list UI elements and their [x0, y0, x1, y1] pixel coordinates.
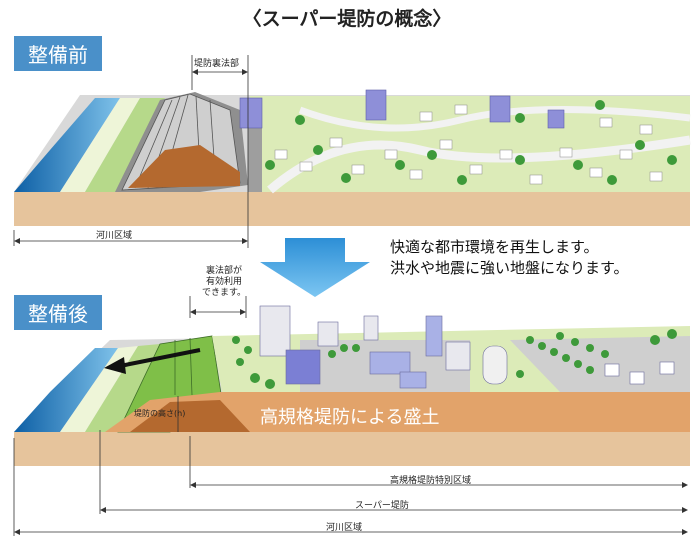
after-scene	[13, 296, 690, 536]
transition-arrow	[260, 238, 370, 297]
before-river-area-label: 河川区域	[96, 231, 133, 241]
fill-label: 高規格堤防による盛土	[260, 407, 440, 428]
levee-height-label: 堤防の高さ(h)	[134, 409, 186, 418]
before-scene	[13, 55, 691, 248]
back-slope-note: 裏法部が 有効利用 できます。	[196, 266, 252, 299]
benefit-line-1: 快適な都市環境を再生します。	[390, 238, 599, 256]
back-slope-note-line: できます。	[201, 288, 247, 298]
before-tag: 整備前	[14, 36, 102, 71]
diagram-title: 〈スーパー堤防の概念〉	[242, 8, 452, 30]
back-slope-label: 堤防裏法部	[194, 59, 240, 69]
super-levee-label: スーパー堤防	[355, 501, 409, 511]
back-slope-note-line: 裏法部が	[205, 266, 242, 276]
after-tag: 整備後	[14, 295, 102, 330]
after-river-area-label: 河川区域	[326, 523, 363, 533]
special-area-label: 高規格堤防特別区域	[390, 476, 472, 486]
benefit-line-2: 洪水や地震に強い地盤になります。	[390, 259, 629, 277]
benefit-message: 快適な都市環境を再生します。 洪水や地震に強い地盤になります。	[390, 237, 629, 279]
back-slope-note-line: 有効利用	[205, 277, 242, 287]
